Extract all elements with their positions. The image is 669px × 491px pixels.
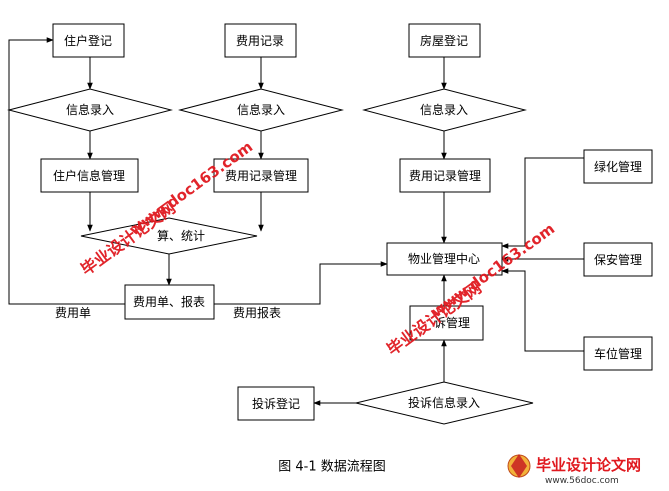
node-calc-stats [80, 217, 258, 255]
node-info-entry-2 [178, 88, 344, 132]
logo-text: 毕业设计论文网 [536, 456, 641, 474]
label-info-entry-2: 信息录入 [237, 102, 285, 117]
node-resident-register [52, 23, 125, 58]
node-security-mgmt [583, 242, 653, 277]
edge-label-fee-report: 费用报表 [233, 305, 281, 320]
node-property-center [386, 242, 503, 276]
label-property-center: 物业管理中心 [408, 251, 480, 266]
label-fee-record: 费用记录 [236, 34, 284, 48]
label-house-register: 房屋登记 [420, 33, 468, 48]
node-house-register [408, 23, 481, 58]
node-fee-bill-report [124, 284, 215, 320]
node-fee-record-mgmt-2 [399, 158, 491, 193]
node-complaint-mgmt [409, 305, 484, 341]
node-greening-mgmt [583, 149, 653, 184]
label-fee-record-mgmt-1: 费用记录管理 [225, 168, 297, 183]
edge-bill-loop-to-resident-register [8, 37, 125, 305]
node-info-entry-3 [362, 88, 527, 132]
edge-parking-to-center [501, 268, 584, 352]
node-fee-record [224, 23, 297, 58]
node-complaint-register [237, 386, 315, 421]
node-fee-record-mgmt-1 [213, 158, 309, 193]
label-complaint-mgmt: 诉管理 [434, 315, 470, 330]
label-complaint-register: 投诉登记 [252, 396, 300, 411]
site-logo: 毕业设计论文网 www.56doc.com [507, 454, 641, 486]
label-fee-record-mgmt-2: 费用记录管理 [409, 168, 481, 183]
node-info-entry-1 [7, 88, 173, 132]
label-parking-mgmt: 车位管理 [594, 346, 642, 361]
logo-url: www.56doc.com [545, 476, 619, 486]
label-calc-stats: 算、统计 [157, 228, 205, 243]
node-resident-info-mgmt [40, 158, 139, 193]
label-security-mgmt: 保安管理 [594, 252, 642, 267]
edge-label-fee-bill: 费用单 [55, 306, 91, 320]
label-fee-bill-report: 费用单、报表 [133, 294, 205, 309]
label-info-entry-1: 信息录入 [66, 102, 114, 117]
label-complaint-entry: 投诉信息录入 [408, 395, 480, 410]
edge-greening-to-center [501, 157, 584, 249]
node-complaint-entry [355, 381, 534, 425]
label-resident-register: 住户登记 [64, 33, 112, 48]
node-parking-mgmt [583, 336, 653, 371]
label-greening-mgmt: 绿化管理 [594, 159, 642, 174]
label-info-entry-3: 信息录入 [420, 102, 468, 117]
label-resident-info-mgmt: 住户信息管理 [53, 168, 125, 183]
figure-caption: 图 4-1 数据流程图 [278, 460, 386, 475]
edge-report-to-center [214, 261, 388, 305]
